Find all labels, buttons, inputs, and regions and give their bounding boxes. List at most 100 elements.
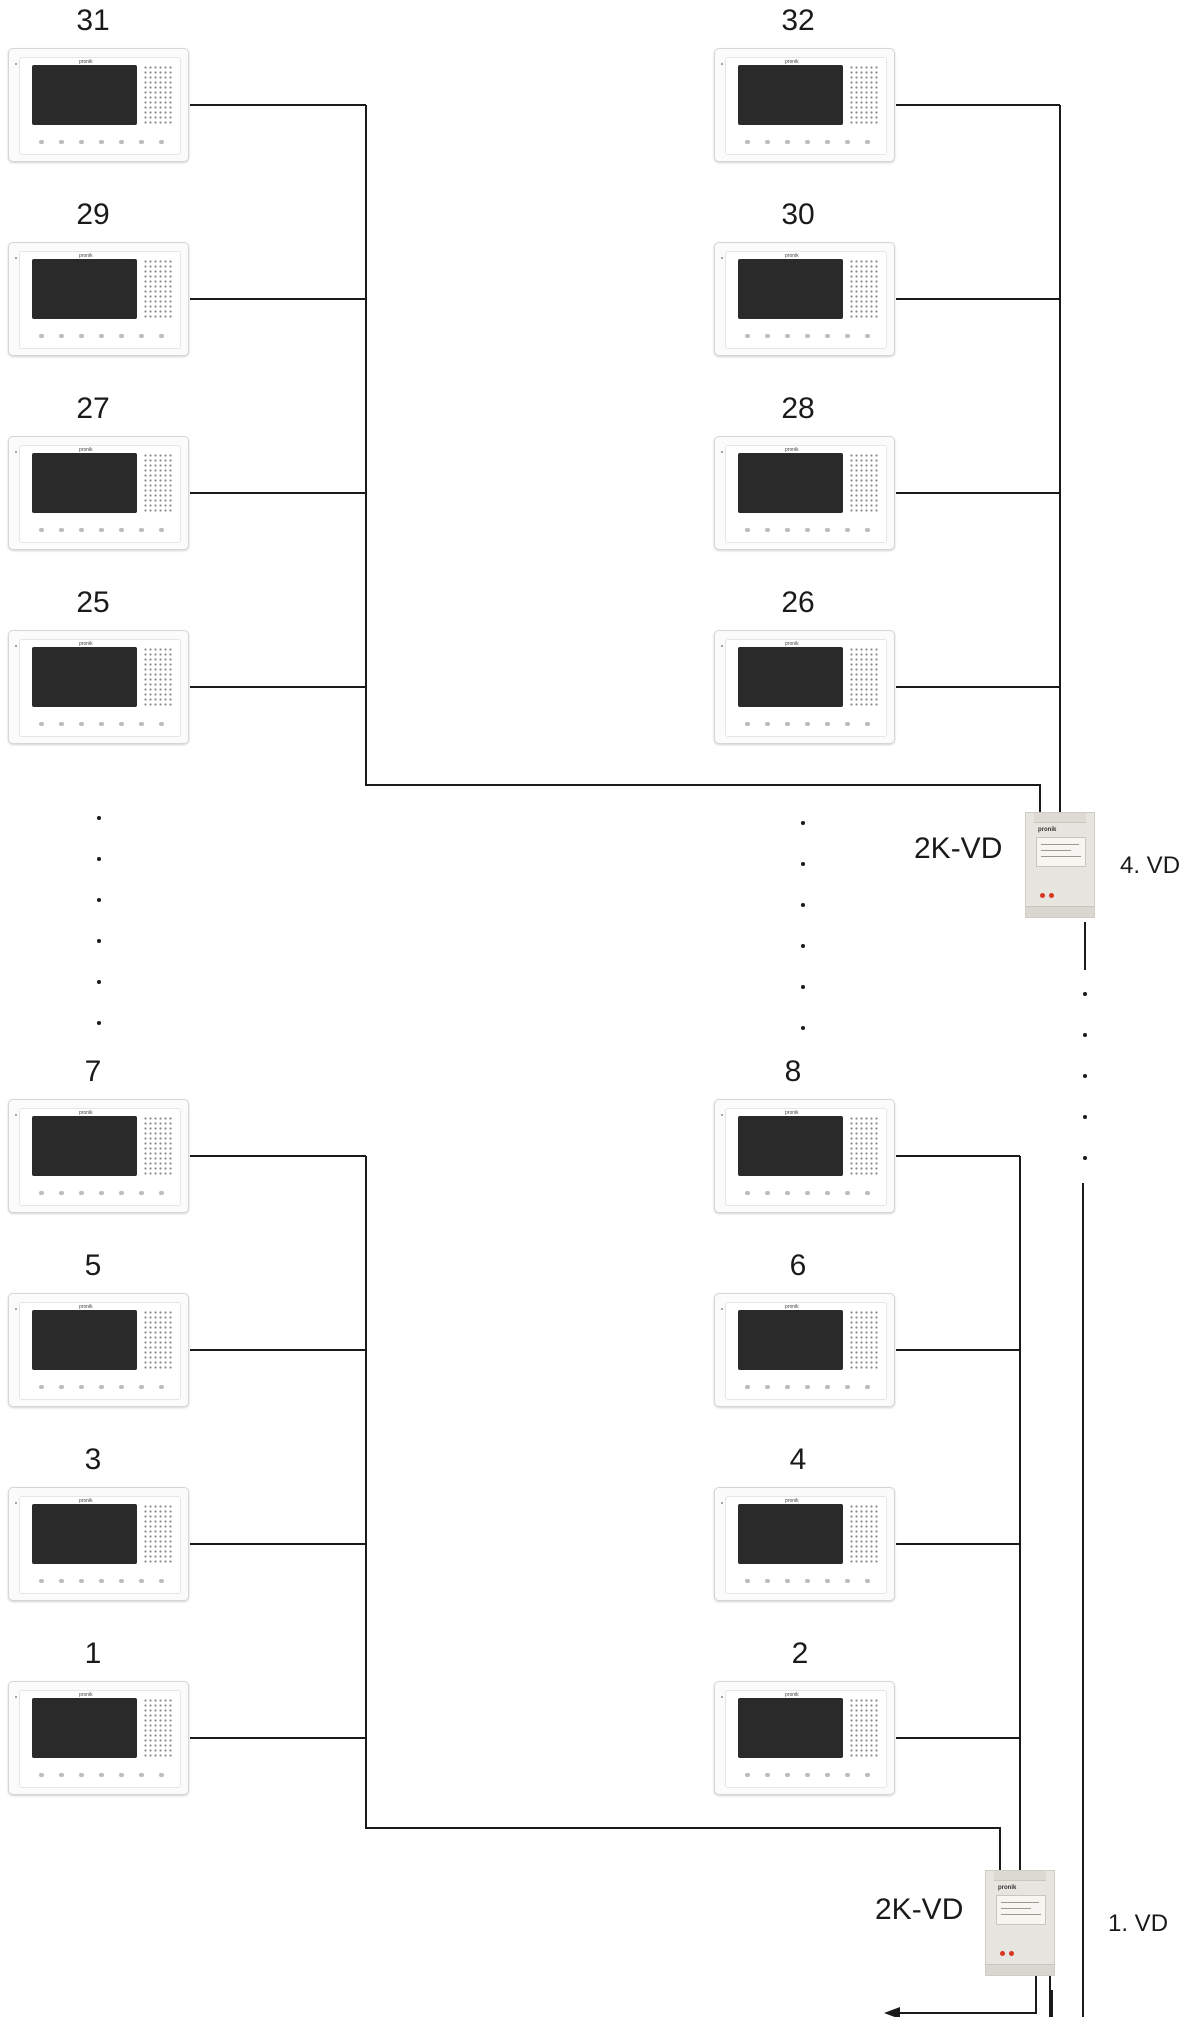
monitor-number-label: 5 bbox=[84, 1249, 102, 1282]
video-monitor: pronik bbox=[714, 48, 895, 162]
monitor-brand: pronik bbox=[785, 1692, 799, 1698]
speaker-grille bbox=[849, 1698, 879, 1758]
monitor-buttons bbox=[39, 334, 164, 340]
wire-lower-left-bus bbox=[365, 1156, 1001, 1870]
monitor-number-label: 28 bbox=[781, 392, 815, 425]
monitor-buttons bbox=[39, 1385, 164, 1391]
monitor-brand: pronik bbox=[785, 641, 799, 647]
video-monitor: pronik bbox=[714, 1293, 895, 1407]
distributor-model-label: 2K-VD bbox=[914, 832, 1003, 865]
video-monitor: pronik bbox=[8, 1681, 189, 1795]
video-monitor: pronik bbox=[8, 1487, 189, 1601]
monitor-brand: pronik bbox=[79, 59, 93, 65]
monitor-buttons bbox=[745, 334, 870, 340]
monitor-buttons bbox=[39, 722, 164, 728]
speaker-grille bbox=[849, 1116, 879, 1176]
monitor-screen bbox=[32, 453, 137, 513]
video-monitor: pronik bbox=[714, 1681, 895, 1795]
monitor-number-label: 30 bbox=[781, 198, 815, 231]
monitor-number-label: 25 bbox=[76, 586, 110, 619]
speaker-grille bbox=[849, 65, 879, 125]
monitor-screen bbox=[738, 65, 843, 125]
video-monitor: pronik bbox=[714, 436, 895, 550]
speaker-grille bbox=[849, 1310, 879, 1370]
video-monitor: pronik bbox=[714, 1487, 895, 1601]
monitor-screen bbox=[32, 1504, 137, 1564]
distributor-label-plate bbox=[1036, 837, 1086, 867]
speaker-grille bbox=[143, 1310, 173, 1370]
monitor-buttons bbox=[39, 1773, 164, 1779]
monitor-buttons bbox=[745, 1773, 870, 1779]
monitor-brand: pronik bbox=[79, 1304, 93, 1310]
indicator-led bbox=[1040, 893, 1045, 898]
monitor-number-label: 26 bbox=[781, 586, 815, 619]
indicator-led bbox=[1049, 893, 1054, 898]
video-distributor-4: pronik bbox=[1025, 812, 1095, 918]
monitor-screen bbox=[738, 453, 843, 513]
distributor-order-label: 4. VD bbox=[1120, 852, 1181, 879]
speaker-grille bbox=[849, 259, 879, 319]
video-monitor: pronik bbox=[714, 1099, 895, 1213]
speaker-grille bbox=[143, 259, 173, 319]
monitor-brand: pronik bbox=[785, 447, 799, 453]
monitor-buttons bbox=[745, 722, 870, 728]
monitor-number-label: 1 bbox=[84, 1637, 102, 1670]
monitor-screen bbox=[738, 1116, 843, 1176]
distributor-brand: pronik bbox=[1038, 827, 1057, 833]
video-monitor: pronik bbox=[8, 242, 189, 356]
video-monitor: pronik bbox=[8, 48, 189, 162]
monitor-screen bbox=[32, 65, 137, 125]
monitor-brand: pronik bbox=[785, 59, 799, 65]
monitor-screen bbox=[32, 1698, 137, 1758]
distributor-label-plate bbox=[996, 1895, 1046, 1925]
monitor-buttons bbox=[39, 1579, 164, 1585]
monitor-buttons bbox=[745, 1191, 870, 1197]
monitor-brand: pronik bbox=[79, 1692, 93, 1698]
monitor-brand: pronik bbox=[79, 447, 93, 453]
monitor-brand: pronik bbox=[785, 1498, 799, 1504]
speaker-grille bbox=[143, 647, 173, 707]
speaker-grille bbox=[143, 1116, 173, 1176]
video-monitor: pronik bbox=[714, 630, 895, 744]
distributor-model-label: 2K-VD bbox=[875, 1893, 964, 1926]
video-distributor-1: pronik bbox=[985, 1870, 1055, 1976]
monitor-number-label: 31 bbox=[76, 4, 110, 37]
distributor-brand: pronik bbox=[998, 1885, 1017, 1891]
monitor-brand: pronik bbox=[785, 1110, 799, 1116]
video-monitor: pronik bbox=[8, 1293, 189, 1407]
speaker-grille bbox=[849, 453, 879, 513]
indicator-led bbox=[1000, 1951, 1005, 1956]
monitor-brand: pronik bbox=[79, 1498, 93, 1504]
monitor-screen bbox=[738, 1698, 843, 1758]
upper-wiring bbox=[190, 104, 1086, 970]
monitor-buttons bbox=[745, 1579, 870, 1585]
lower-wiring bbox=[190, 1155, 1084, 2017]
monitor-number-label: 27 bbox=[76, 392, 110, 425]
monitor-screen bbox=[32, 1310, 137, 1370]
monitor-number-label: 7 bbox=[84, 1055, 102, 1088]
monitor-brand: pronik bbox=[785, 253, 799, 259]
monitor-number-label: 6 bbox=[789, 1249, 807, 1282]
monitor-number-label: 2 bbox=[791, 1637, 809, 1670]
monitor-screen bbox=[738, 647, 843, 707]
monitor-buttons bbox=[39, 528, 164, 534]
monitor-screen bbox=[738, 1504, 843, 1564]
monitor-number-label: 4 bbox=[789, 1443, 807, 1476]
speaker-grille bbox=[849, 1504, 879, 1564]
outgoing-arrow-head bbox=[884, 2007, 900, 2017]
monitor-number-label: 29 bbox=[76, 198, 110, 231]
monitor-screen bbox=[32, 259, 137, 319]
monitor-buttons bbox=[745, 528, 870, 534]
speaker-grille bbox=[143, 1504, 173, 1564]
video-monitor: pronik bbox=[8, 1099, 189, 1213]
monitor-screen bbox=[32, 647, 137, 707]
wire-vd1-out-left bbox=[900, 1976, 1037, 2014]
monitor-brand: pronik bbox=[79, 641, 93, 647]
monitor-number-label: 3 bbox=[84, 1443, 102, 1476]
monitor-number-label: 8 bbox=[784, 1055, 802, 1088]
monitor-brand: pronik bbox=[79, 253, 93, 259]
wire-upper-left-bus bbox=[365, 105, 1041, 812]
video-monitor: pronik bbox=[8, 436, 189, 550]
monitor-buttons bbox=[745, 1385, 870, 1391]
